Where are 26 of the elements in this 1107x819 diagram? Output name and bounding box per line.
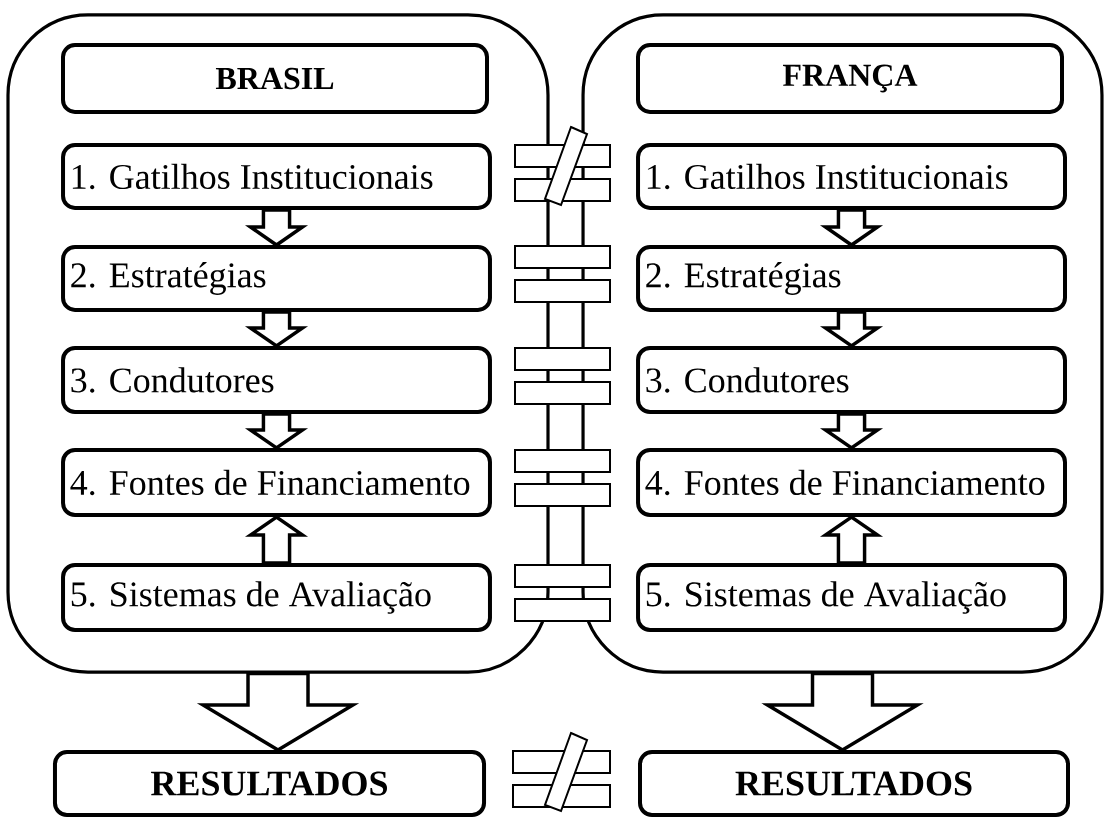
block-arrow xyxy=(819,412,884,451)
block-arrow xyxy=(196,671,360,753)
step-box: 5. Sistemas de Avaliação xyxy=(61,563,492,633)
step-box: 3. Condutores xyxy=(636,346,1067,414)
step-box: 2. Estratégias xyxy=(61,245,492,312)
block-arrow xyxy=(819,310,884,349)
panel xyxy=(6,13,550,674)
step-box: 2. Estratégias xyxy=(636,245,1067,312)
block-arrow xyxy=(819,208,884,248)
block-arrow xyxy=(819,514,884,565)
heading-box: FRANÇA xyxy=(636,43,1064,114)
step-box: 1. Gatilhos Institucionais xyxy=(636,143,1067,210)
block-arrow xyxy=(244,208,309,248)
step-box: 4. Fontes de Financiamento xyxy=(61,447,492,518)
heading-box: BRASIL xyxy=(61,43,489,114)
block-arrow xyxy=(244,514,309,565)
block-arrow xyxy=(244,310,309,349)
step-box: 5. Sistemas de Avaliação xyxy=(636,563,1067,633)
block-arrow xyxy=(244,412,309,451)
step-box: 3. Condutores xyxy=(61,346,492,414)
heading-box: RESULTADOS xyxy=(52,750,487,817)
step-box: 1. Gatilhos Institucionais xyxy=(61,143,492,210)
panel xyxy=(581,13,1104,674)
step-box: 4. Fontes de Financiamento xyxy=(636,447,1067,518)
heading-box: RESULTADOS xyxy=(638,750,1070,817)
block-arrow xyxy=(761,671,924,753)
